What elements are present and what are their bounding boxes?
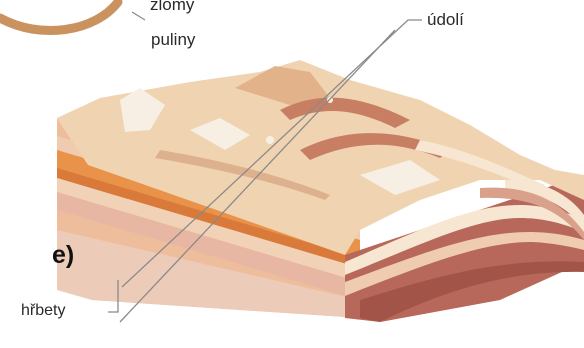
leader-zlomy bbox=[132, 12, 145, 20]
panel-letter: e) bbox=[52, 241, 74, 270]
label-puliny: puliny bbox=[151, 30, 195, 49]
previous-panel-arrow bbox=[0, 2, 118, 31]
label-udoli: údolí bbox=[427, 10, 464, 30]
label-hrbety: hřbety bbox=[21, 302, 65, 320]
label-zlomy: zlomy bbox=[150, 0, 194, 14]
